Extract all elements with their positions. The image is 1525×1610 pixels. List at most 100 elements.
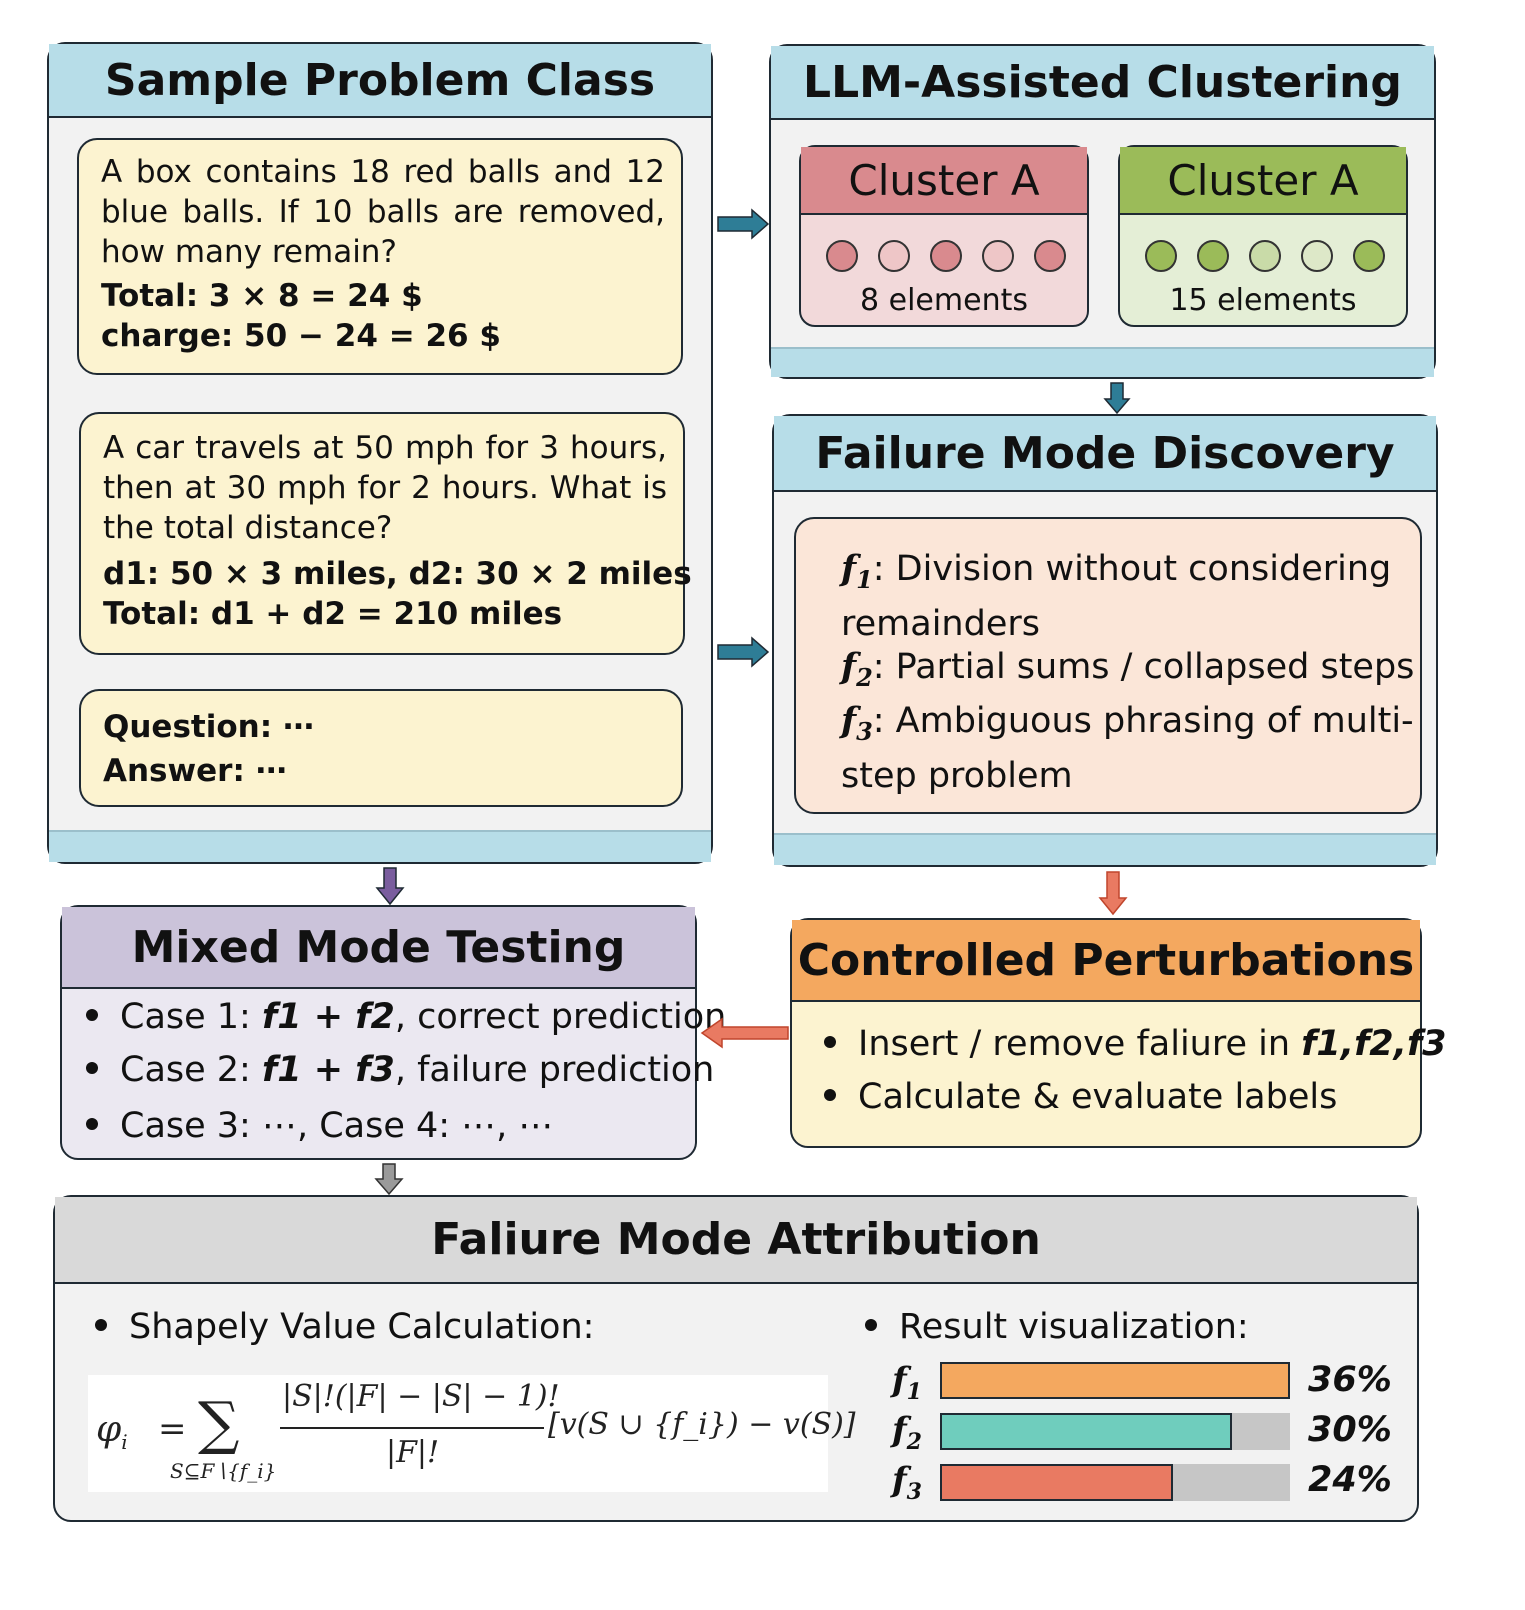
cluster-red-element xyxy=(930,240,962,272)
formula-sum-subscript: S⊆F∖{f_i} xyxy=(170,1459,277,1483)
cluster-green-element xyxy=(1145,240,1177,272)
problem-2-line-2: then at 30 mph for 2 hours. What is xyxy=(103,470,667,506)
mixed-testing-panel: Mixed Mode Testing Case 1: f1 + f2, corr… xyxy=(60,905,726,1160)
attribution-title: Faliure Mode Attribution xyxy=(55,1197,1417,1284)
cluster-red-element xyxy=(982,240,1014,272)
result-viz-label: Result visualization: xyxy=(865,1307,1249,1347)
formula-numerator: |S|!(|F| − |S| − 1)! xyxy=(282,1379,560,1414)
clustering-panel: LLM-Assisted Clustering Cluster A 8 elem… xyxy=(769,44,1436,379)
perturb-item-evaluate: Calculate & evaluate labels xyxy=(824,1077,1337,1117)
cluster-green-element xyxy=(1301,240,1333,272)
bar-f3-value: 24% xyxy=(1308,1460,1392,1500)
test-case-1: Case 1: f1 + f2, correct prediction xyxy=(86,997,726,1037)
bar-f2-value: 30% xyxy=(1308,1410,1392,1450)
bar-f2-label: f2 xyxy=(892,1410,922,1455)
sample-problem-panel: Sample Problem Class A box contains 18 r… xyxy=(47,42,713,864)
perturbations-panel: Controlled Perturbations Insert / remove… xyxy=(790,918,1447,1148)
cluster-red-title: Cluster A xyxy=(801,147,1087,215)
bullet xyxy=(865,1319,877,1331)
problem-2-line-3: the total distance? xyxy=(103,510,393,546)
f3-symbol: f3 xyxy=(841,700,873,746)
bar-f2-track xyxy=(940,1413,1290,1450)
bar-f3-label: f3 xyxy=(892,1460,922,1505)
problem-1-line-2: blue balls. If 10 balls are removed, xyxy=(101,194,665,230)
bullet xyxy=(86,1009,98,1021)
failure-discovery-panel: Failure Mode Discovery f1: Division with… xyxy=(772,414,1438,867)
arrow-sample-to-clustering xyxy=(717,208,770,240)
cluster-red-element xyxy=(1034,240,1066,272)
bar-f1-value: 36% xyxy=(1308,1360,1392,1400)
failure-mode-3-text: : Ambiguous phrasing of multi- xyxy=(872,701,1414,741)
failure-mode-1-text: : Division without considering xyxy=(872,549,1392,589)
sample-problem-title: Sample Problem Class xyxy=(49,44,711,118)
formula-denominator: |F|! xyxy=(386,1435,440,1470)
bar-f1-track xyxy=(940,1362,1290,1399)
bullet xyxy=(824,1036,836,1048)
failure-discovery-title: Failure Mode Discovery xyxy=(774,416,1436,492)
cluster-green-count: 15 elements xyxy=(1169,283,1357,318)
cluster-green-element xyxy=(1249,240,1281,272)
formula-bracket: [v(S ∪ {f_i}) − v(S)] xyxy=(548,1407,856,1442)
arrow-discovery-to-perturbations xyxy=(1098,871,1128,916)
failure-mode-3: f3: Ambiguous phrasing of multi- step pr… xyxy=(841,699,1414,798)
discovery-panel-footer xyxy=(774,833,1436,865)
f1-symbol: f1 xyxy=(841,548,873,594)
attribution-panel: Faliure Mode Attribution Shapely Value C… xyxy=(53,1195,1419,1522)
shapley-formula: φi = ∑ S⊆F∖{f_i} |S|!(|F| − |S| − 1)! |F… xyxy=(88,1375,856,1492)
arrow-sample-to-testing xyxy=(375,867,405,906)
cluster-red-element xyxy=(826,240,858,272)
perturb-item-insert: Insert / remove faliure in f1,f2,f3 xyxy=(824,1024,1447,1064)
bar-f2-fill xyxy=(940,1413,1232,1450)
bar-f1-label: f1 xyxy=(892,1360,922,1405)
problem-card-3: Question: ⋯ Answer: ⋯ xyxy=(79,689,683,807)
cluster-green-title: Cluster A xyxy=(1120,147,1406,215)
formula-fraction-bar xyxy=(280,1427,544,1429)
formula-equals: = xyxy=(158,1409,187,1449)
problem-1-solution-2: charge: 50 − 24 = 26 $ xyxy=(101,318,501,354)
failure-mode-2-text: : Partial sums / collapsed steps xyxy=(872,647,1415,687)
bar-f1-fill xyxy=(940,1362,1290,1399)
cluster-green-element xyxy=(1353,240,1385,272)
arrow-clustering-to-discovery xyxy=(1103,382,1131,415)
problem-card-2: A car travels at 50 mph for 3 hours, the… xyxy=(79,412,692,655)
answer-placeholder: Answer: ⋯ xyxy=(103,753,287,789)
failure-mode-3-text-cont: step problem xyxy=(841,756,1073,796)
failure-mode-1-text-cont: remainders xyxy=(841,604,1040,644)
formula-sum: ∑ xyxy=(198,1389,240,1457)
cluster-a-red: Cluster A 8 elements xyxy=(799,145,1089,327)
bar-f3-track xyxy=(940,1464,1290,1501)
question-placeholder: Question: ⋯ xyxy=(103,709,314,745)
perturbations-title: Controlled Perturbations xyxy=(792,920,1420,1002)
cluster-red-element xyxy=(878,240,910,272)
test-case-3: Case 3: ⋯, Case 4: ⋯, ⋯ xyxy=(86,1106,553,1146)
cluster-red-count: 8 elements xyxy=(860,283,1028,318)
problem-2-solution-1: d1: 50 × 3 miles, d2: 30 × 2 miles xyxy=(103,556,692,592)
test-case-2: Case 2: f1 + f3, failure prediction xyxy=(86,1050,714,1090)
cluster-a-green: Cluster A 15 elements xyxy=(1118,145,1408,327)
arrow-testing-to-attribution xyxy=(374,1163,404,1196)
problem-2-solution-2: Total: d1 + d2 = 210 miles xyxy=(103,596,563,632)
arrow-sample-to-discovery xyxy=(717,636,770,668)
problem-1-line-1: A box contains 18 red balls and 12 xyxy=(101,154,665,190)
bullet xyxy=(95,1319,107,1331)
formula-lhs: φi xyxy=(96,1409,128,1455)
bullet xyxy=(86,1062,98,1074)
shapley-label: Shapely Value Calculation: xyxy=(95,1307,594,1347)
f2-symbol: f2 xyxy=(841,646,873,692)
mixed-testing-title: Mixed Mode Testing xyxy=(62,907,695,989)
problem-2-line-1: A car travels at 50 mph for 3 hours, xyxy=(103,430,667,466)
bullet xyxy=(86,1118,98,1130)
sample-panel-footer xyxy=(49,830,711,862)
bullet xyxy=(824,1089,836,1101)
failure-mode-2: f2: Partial sums / collapsed steps xyxy=(841,645,1414,700)
clustering-panel-footer xyxy=(771,347,1434,377)
problem-1-solution-1: Total: 3 × 8 = 24 $ xyxy=(101,278,423,314)
failure-mode-1: f1: Division without considering remaind… xyxy=(841,547,1391,646)
problem-card-1: A box contains 18 red balls and 12 blue … xyxy=(77,138,683,375)
cluster-green-element xyxy=(1197,240,1229,272)
problem-1-line-3: how many remain? xyxy=(101,234,397,270)
arrow-perturbations-to-testing xyxy=(700,1017,789,1049)
failure-modes-card: f1: Division without considering remaind… xyxy=(794,517,1422,814)
clustering-title: LLM-Assisted Clustering xyxy=(771,46,1434,120)
bar-f3-fill xyxy=(940,1464,1173,1501)
